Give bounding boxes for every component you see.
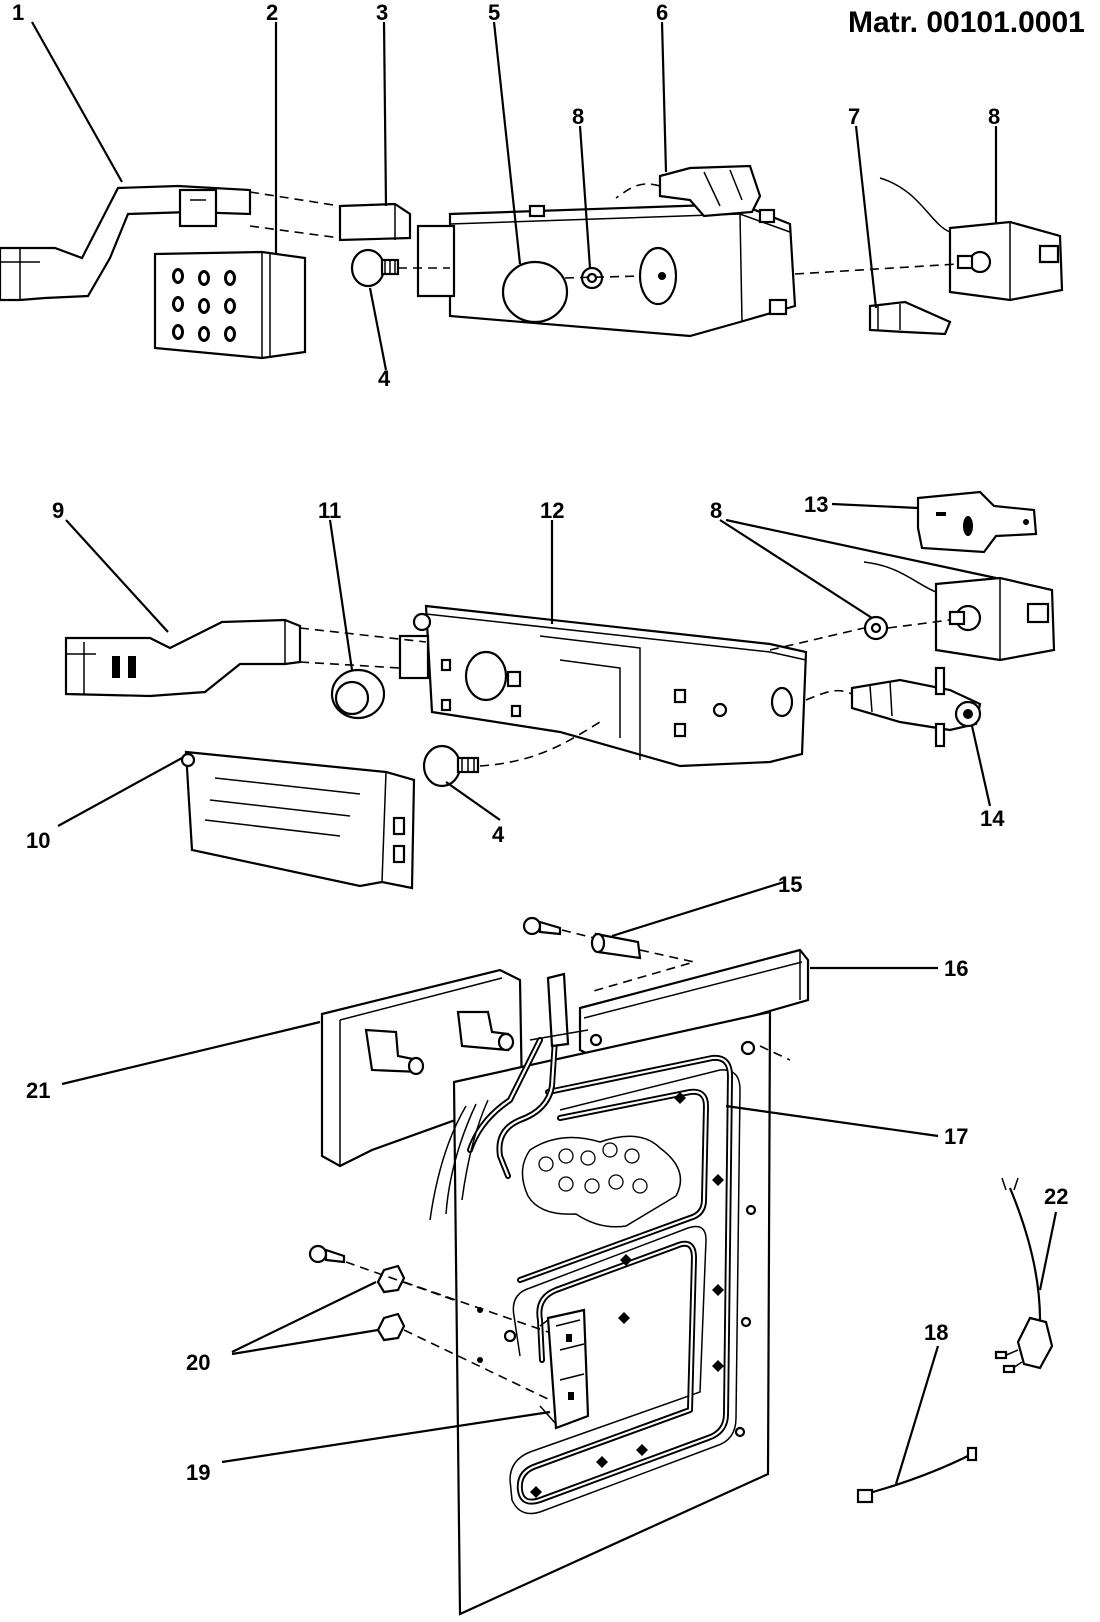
label-2: 2: [266, 0, 278, 25]
label-4-top: 4: [378, 366, 391, 391]
label-14: 14: [980, 806, 1005, 831]
label-6: 6: [656, 0, 668, 25]
label-9: 9: [52, 498, 64, 523]
part-21-switch-panel: [320, 968, 524, 1168]
label-19: 19: [186, 1460, 210, 1485]
bottom-assembly: [61, 880, 1058, 1616]
part-12-housing: [398, 604, 808, 768]
part-5-knob: [501, 260, 569, 324]
part-14-switch: [850, 666, 982, 748]
label-11: 11: [318, 498, 341, 523]
label-21: 21: [26, 1078, 50, 1103]
label-15: 15: [778, 872, 802, 897]
part-2-perforated-plate: [153, 250, 307, 360]
label-13: 13: [804, 492, 828, 517]
part-8-thermostat-middle: [863, 561, 1056, 662]
label-20: 20: [186, 1350, 210, 1375]
part-8-thermostat: [879, 177, 1064, 302]
label-3: 3: [376, 0, 388, 25]
label-8-middle: 8: [710, 498, 722, 523]
label-10: 10: [26, 828, 50, 853]
part-17-heater: [509, 1054, 741, 1515]
label-4-middle: 4: [492, 822, 505, 847]
top-assembly: [0, 21, 1064, 371]
label-8-top-right: 8: [988, 104, 1000, 129]
label-7: 7: [848, 104, 860, 129]
label-16: 16: [944, 956, 968, 981]
label-5: 5: [488, 0, 500, 25]
label-8-top-left: 8: [572, 104, 584, 129]
part-19-bracket: [539, 1308, 590, 1430]
middle-assembly: [57, 490, 1056, 890]
part-1-bracket: [0, 184, 252, 302]
part-20-fasteners: [308, 1244, 551, 1401]
part-22-power-cord: [994, 1177, 1054, 1374]
label-18: 18: [924, 1320, 948, 1345]
label-22: 22: [1044, 1184, 1068, 1209]
matricola-title: Matr. 00101.0001: [848, 6, 1085, 39]
wiring-harness: [429, 972, 589, 1221]
part-9-bracket: [64, 618, 302, 698]
part-15-screw-spacer: [522, 916, 695, 993]
part-13-plate: [916, 490, 1038, 554]
part-6-connector: [615, 164, 762, 218]
part-4-bulb-middle: [422, 721, 601, 788]
part-4-bulb: [350, 248, 400, 288]
part-18-cable-clip: [856, 1446, 978, 1504]
label-12: 12: [540, 498, 564, 523]
part-7-clip: [868, 300, 952, 336]
part-11-button: [330, 668, 386, 720]
label-1: 1: [12, 0, 24, 25]
part-3-lamp-holder: [338, 202, 412, 242]
part-16-profile: [578, 948, 810, 1062]
thermostat-housing: [416, 202, 797, 338]
label-17: 17: [944, 1124, 968, 1149]
part-10-cover: [180, 750, 416, 890]
